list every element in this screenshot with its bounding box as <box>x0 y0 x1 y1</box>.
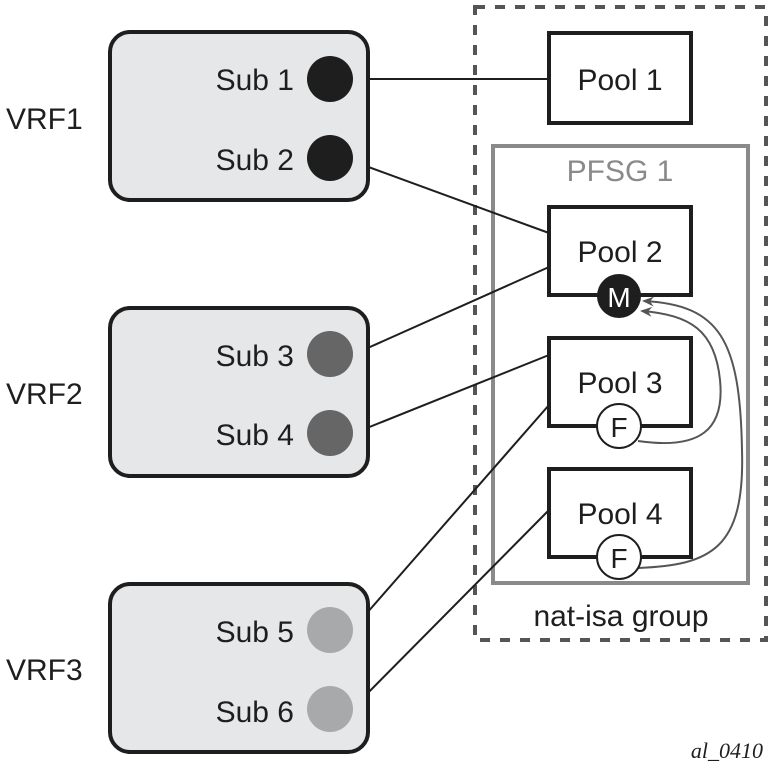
vrf3-box <box>108 582 370 754</box>
failover-arrow-pool4-to-pool2 <box>637 296 744 569</box>
connection-sub3-pool2 <box>351 266 550 356</box>
sub6-dot <box>307 686 353 732</box>
sub6-label: Sub 6 <box>216 696 294 729</box>
sub5-label: Sub 5 <box>216 616 294 649</box>
failover-badge-letter: F <box>610 412 627 443</box>
sub3-label: Sub 3 <box>216 340 294 373</box>
master-badge-letter: M <box>607 282 630 313</box>
vrf2: VRF2 Sub 3 Sub 4 <box>6 306 370 478</box>
connection-sub5-pool3 <box>351 404 550 631</box>
pfsg-box <box>491 144 750 585</box>
connection-sub6-pool4 <box>351 509 550 710</box>
sub1-dot <box>307 56 353 102</box>
pool2-label: Pool 2 <box>577 236 662 269</box>
connection-lines <box>351 78 550 710</box>
sub2-label: Sub 2 <box>216 144 294 177</box>
failover-arrow-pool3-to-pool2 <box>637 306 722 445</box>
figure-id: al_0410 <box>691 738 763 763</box>
vrf1: VRF1 Sub 1 Sub 2 <box>6 30 370 202</box>
vrf1-box <box>108 30 370 202</box>
vrf1-label: VRF1 <box>6 103 83 136</box>
pool2: Pool 2 <box>547 205 693 297</box>
nat-isa-group-label: nat-isa group <box>533 600 708 633</box>
pool1-label: Pool 1 <box>577 64 662 97</box>
pool2-master-badge: M <box>597 274 641 318</box>
pool4-failover-badge: F <box>596 534 642 580</box>
failover-arrows <box>637 296 744 569</box>
sub4-label: Sub 4 <box>216 419 294 452</box>
pool4-label: Pool 4 <box>577 498 662 531</box>
sub3-dot <box>307 331 353 377</box>
failover-badge-circle <box>596 534 642 580</box>
pfsg-label: PFSG 1 <box>567 155 674 188</box>
connection-sub4-pool3 <box>351 354 550 435</box>
sub1-label: Sub 1 <box>216 64 294 97</box>
connection-sub2-pool2 <box>351 160 550 234</box>
vrf3: VRF3 Sub 5 Sub 6 <box>6 582 370 754</box>
pool3-label: Pool 3 <box>577 367 662 400</box>
sub4-dot <box>307 410 353 456</box>
vrf3-label: VRF3 <box>6 654 83 687</box>
sub2-dot <box>307 135 353 181</box>
failover-badge-circle <box>596 403 642 449</box>
sub5-dot <box>307 607 353 653</box>
vrf2-box <box>108 306 370 478</box>
nat-isa-group-box <box>473 5 768 642</box>
failover-badge-letter: F <box>610 543 627 574</box>
pool3-failover-badge: F <box>596 403 642 449</box>
vrf2-label: VRF2 <box>6 378 83 411</box>
pool1: Pool 1 <box>547 31 693 125</box>
master-badge-circle <box>597 274 641 318</box>
pool1-box <box>547 31 693 125</box>
pool3: Pool 3 <box>547 336 693 428</box>
